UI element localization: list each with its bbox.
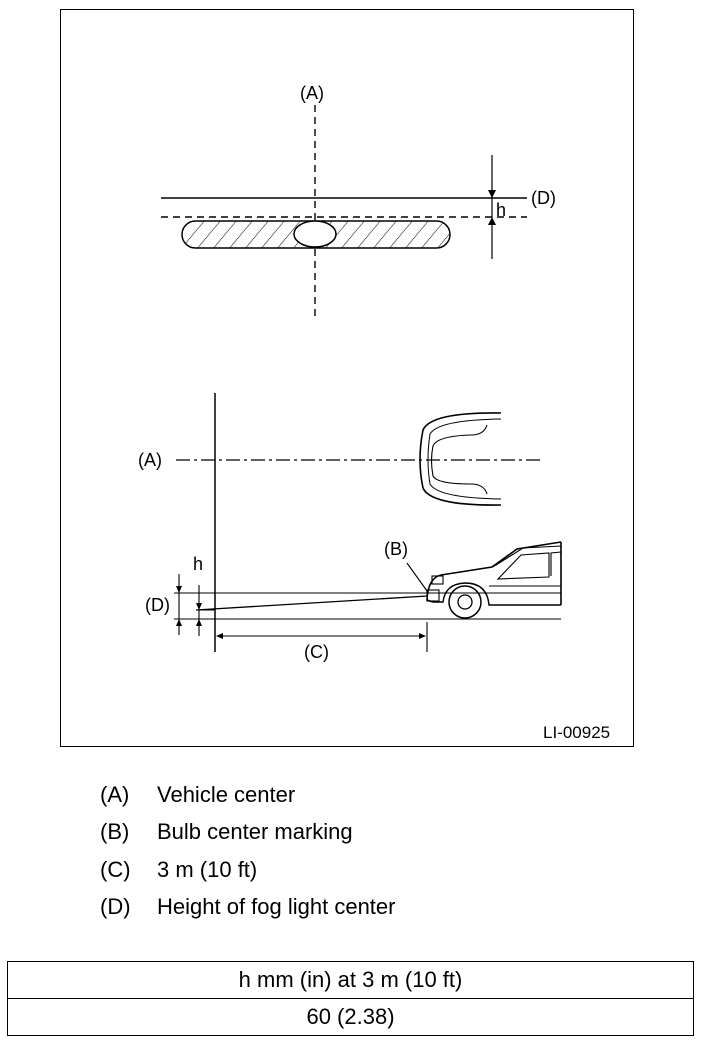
front-wheel xyxy=(448,585,482,619)
spec-value-cell: 60 (2.38) xyxy=(7,998,694,1036)
legend-key: (B) xyxy=(100,819,130,845)
h-arrow-bottom xyxy=(488,217,496,225)
fog-light-aiming-diagram: (A) h (D) (A) xyxy=(138,83,610,742)
beam-line xyxy=(195,595,428,611)
spec-header-row: h mm (in) at 3 m (10 ft) xyxy=(7,961,694,999)
top-label-d: (D) xyxy=(531,188,556,208)
legend: (A) Vehicle center (B) Bulb center marki… xyxy=(100,776,395,926)
side-label-c: (C) xyxy=(304,642,329,662)
c-arrow-right xyxy=(419,633,426,639)
side-h-arrow-top xyxy=(196,603,202,610)
c-arrow-left xyxy=(216,633,223,639)
spec-table: h mm (in) at 3 m (10 ft) 60 (2.38) xyxy=(7,961,694,1036)
legend-item: (A) Vehicle center xyxy=(100,776,395,814)
car-plan-hood xyxy=(430,424,488,495)
spec-header-cell: h mm (in) at 3 m (10 ft) xyxy=(7,961,694,999)
legend-text: Vehicle center xyxy=(157,781,296,807)
legend-key: (A) xyxy=(100,781,130,807)
h-arrow-top xyxy=(488,190,496,198)
legend-item: (B) Bulb center marking xyxy=(100,814,395,852)
spec-value-row: 60 (2.38) xyxy=(7,998,694,1036)
d-arrow-top xyxy=(176,586,182,593)
hot-spot-ellipse xyxy=(293,220,337,248)
legend-key: (C) xyxy=(100,856,131,882)
top-label-h: h xyxy=(496,200,506,220)
vehicle-side-view: (A) (B) xyxy=(138,393,562,662)
car-side-drawing xyxy=(426,541,562,619)
legend-item: (D) Height of fog light center xyxy=(100,889,395,927)
side-label-b: (B) xyxy=(384,539,408,559)
diagram-figure: (A) h (D) (A) xyxy=(60,9,634,747)
d-arrow-bottom xyxy=(176,619,182,626)
legend-key: (D) xyxy=(100,894,131,920)
legend-text: Bulb center marking xyxy=(157,819,353,845)
side-label-a: (A) xyxy=(138,450,162,470)
figure-code: LI-00925 xyxy=(543,723,610,742)
screen-pattern-view: (A) h (D) xyxy=(161,83,556,320)
bulb-leader-line xyxy=(406,562,428,592)
side-label-d: (D) xyxy=(145,595,170,615)
legend-text: Height of fog light center xyxy=(157,894,396,920)
side-h-arrow-bottom xyxy=(196,619,202,626)
legend-item: (C) 3 m (10 ft) xyxy=(100,851,395,889)
top-label-a: (A) xyxy=(300,83,324,103)
legend-text: 3 m (10 ft) xyxy=(157,856,258,882)
car-plan-inner xyxy=(427,418,502,500)
side-label-h: h xyxy=(193,554,203,574)
car-plan-outline xyxy=(419,412,502,506)
